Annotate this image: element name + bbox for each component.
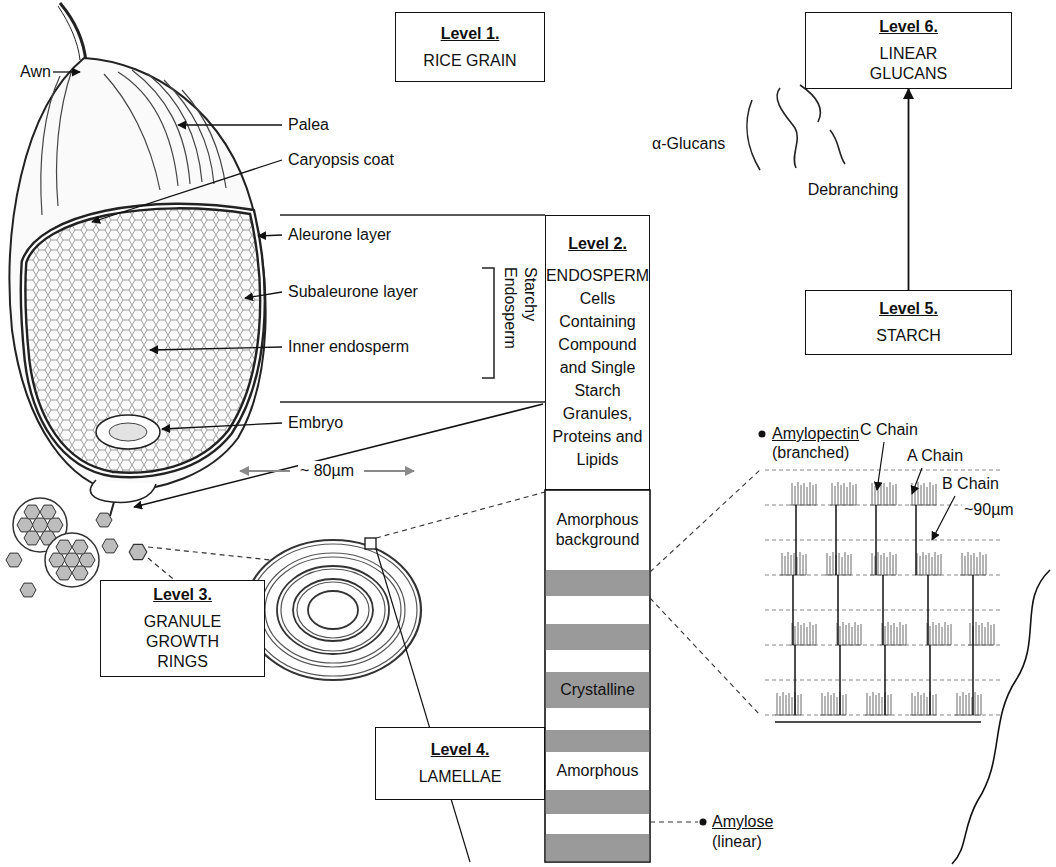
part-label: C Chain	[858, 420, 920, 440]
bullet	[759, 431, 766, 438]
level-box: Level 4. LAMELLAE	[375, 727, 545, 800]
level-heading: Level 6.	[879, 17, 938, 37]
edge-label: Debranching	[806, 180, 901, 200]
leader-arrows	[52, 72, 282, 429]
box-text: RICE GRAIN	[423, 51, 516, 71]
part-label: Caryopsis coat	[286, 150, 396, 170]
level-heading: Level 5.	[879, 299, 938, 319]
grain-base	[90, 480, 156, 502]
dimension-label: ~ 80µm	[298, 461, 356, 481]
level-heading: Level 1.	[441, 24, 500, 44]
lamella-band: Amorphous background	[547, 491, 648, 569]
dimension-label: ~90µm	[962, 500, 1016, 520]
caryopsis	[23, 206, 262, 475]
awn	[58, 6, 80, 60]
part-label: Subaleurone layer	[286, 282, 420, 302]
box-text: Crystalline	[560, 680, 635, 700]
embryo	[96, 415, 160, 449]
lamella-band: Amorphous	[547, 752, 648, 790]
box-text: Amorphous	[557, 761, 639, 781]
zoom-line	[376, 492, 545, 538]
level-box: Level 2. ENDOSPERM Cells Containing Compo…	[545, 215, 650, 490]
part-label: Palea	[286, 115, 331, 135]
amylose-chain	[952, 570, 1050, 864]
level-box: Level 6. LINEAR GLUCANS	[805, 12, 1012, 89]
box-text: GRANULE GROWTH RINGS	[133, 612, 233, 672]
part-label: Awn	[18, 62, 53, 82]
level-box: Level 5. STARCH	[805, 290, 1012, 355]
zoom-line	[376, 549, 470, 862]
embryo-core	[109, 423, 147, 441]
box-text: STARCH	[876, 326, 941, 346]
level-heading: Level 3.	[153, 585, 212, 605]
level-box: Level 3. GRANULE GROWTH RINGS	[100, 580, 265, 677]
lamella-band: Crystalline	[547, 672, 648, 708]
part-label: (branched)	[770, 443, 851, 463]
flow-arrow	[908, 89, 910, 290]
part-label: (linear)	[710, 832, 764, 852]
box-text: LINEAR GLUCANS	[859, 44, 959, 84]
part-label: α-Glucans	[650, 134, 727, 154]
husk	[10, 58, 266, 492]
part-label: Starchy Endosperm	[500, 265, 540, 381]
glucan-chains	[747, 85, 845, 170]
part-label: Inner endosperm	[286, 337, 411, 357]
part-label: Amylopectin	[770, 424, 861, 444]
bracket-lines	[280, 215, 545, 402]
box-text: Amorphous background	[550, 510, 645, 550]
box-text: LAMELLAE	[419, 767, 502, 787]
part-label: Embryo	[286, 413, 345, 433]
stalk	[110, 502, 114, 516]
caryopsis-coat	[23, 206, 262, 475]
zoom-arrow	[134, 404, 543, 507]
box-text: ENDOSPERM Cells Containing Compound and …	[546, 264, 649, 471]
sample-square	[365, 538, 376, 549]
bullet	[700, 819, 707, 826]
lamellae-column	[545, 490, 650, 862]
part-label: A Chain	[905, 446, 965, 466]
palea-hatching	[41, 70, 226, 215]
level-heading: Level 2.	[568, 234, 627, 254]
part-label: B Chain	[940, 474, 1001, 494]
level-box: Level 1. RICE GRAIN	[395, 12, 545, 82]
zoom-lines	[650, 470, 760, 822]
rice-grain	[10, 3, 266, 516]
part-label: Amylose	[710, 812, 775, 832]
part-label: Aleurone layer	[286, 225, 393, 245]
level-heading: Level 4.	[431, 740, 490, 760]
